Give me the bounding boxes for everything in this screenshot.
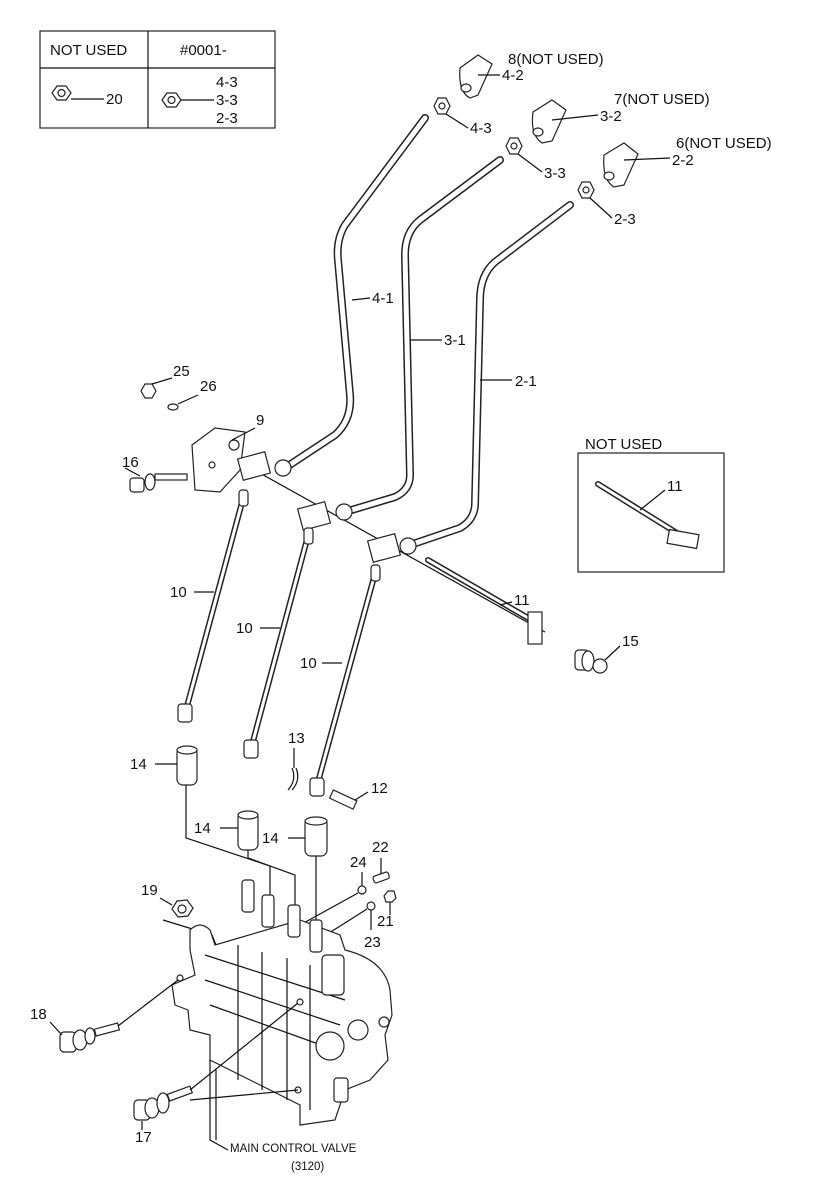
assembly-name: MAIN CONTROL VALVE	[230, 1143, 357, 1155]
knob-icon	[603, 142, 639, 188]
knob-label: 8(NOT USED)	[508, 51, 604, 68]
callout: 19	[141, 882, 158, 899]
callout: 18	[30, 1006, 47, 1023]
bushing-icon	[237, 810, 259, 851]
knob-part: 3-2	[600, 108, 622, 125]
main-control-valve	[171, 879, 393, 1126]
plug-icon	[372, 871, 390, 884]
callout: 14	[194, 820, 211, 837]
nut-icon	[505, 137, 523, 155]
callout: 10	[236, 620, 253, 637]
nut-icon	[51, 85, 72, 101]
callout: 14	[130, 756, 147, 773]
callout: 25	[173, 363, 190, 380]
assembly-code: (3120)	[291, 1161, 324, 1173]
bolt-icon	[129, 473, 188, 493]
lever-label: 4-1	[372, 290, 394, 307]
bushing-icon	[176, 745, 198, 786]
knob-icon	[531, 99, 567, 144]
callout: 22	[372, 839, 389, 856]
bolt-icon	[59, 1022, 121, 1053]
callout: 13	[288, 730, 305, 747]
nut-icon	[433, 97, 451, 115]
legend-header-not-used: NOT USED	[50, 42, 127, 59]
callout: 10	[300, 655, 317, 672]
lever-label: 3-1	[444, 332, 466, 349]
pin-icon	[328, 789, 358, 810]
inset-title: NOT USED	[585, 436, 662, 453]
clevis-icon	[296, 501, 353, 531]
legend-part: 4-3	[216, 74, 238, 91]
lever-tubes	[239, 114, 574, 633]
callout: 9	[256, 412, 264, 429]
callout: 23	[364, 934, 381, 951]
callout: 10	[170, 584, 187, 601]
nut-icon	[161, 92, 182, 108]
clevis-icon	[236, 451, 292, 481]
knob-label: 7(NOT USED)	[614, 91, 710, 108]
callout: 11	[514, 592, 530, 609]
callout: 14	[262, 830, 279, 847]
knob-icon	[459, 54, 493, 99]
legend-part-20: 20	[106, 91, 123, 108]
legend-header-serial: #0001-	[180, 42, 227, 59]
lever-label: 2-1	[515, 373, 537, 390]
not-used-inset	[577, 452, 725, 573]
knob-label: 6(NOT USED)	[676, 135, 772, 152]
washer-icon	[167, 403, 179, 411]
o-ring-icon	[357, 885, 367, 895]
callout: 15	[622, 633, 639, 650]
clevis-icon	[366, 533, 417, 563]
callout: 24	[350, 854, 367, 871]
callout: 12	[371, 780, 388, 797]
nut-label: 3-3	[544, 165, 566, 182]
rod-icon	[425, 557, 608, 674]
callout: 16	[122, 454, 139, 471]
bolt-icon	[133, 1085, 194, 1121]
callout: 21	[377, 913, 394, 930]
nut-icon	[577, 181, 595, 199]
clip-icon	[287, 767, 299, 791]
legend-part: 2-3	[216, 110, 238, 127]
fitting-icon	[383, 890, 397, 903]
bushing-icon	[304, 816, 328, 857]
link-rod-icon	[177, 489, 381, 797]
nut-label: 4-3	[470, 120, 492, 137]
callout: 17	[135, 1129, 152, 1146]
o-ring-icon	[366, 901, 376, 911]
legend-table: NOT USED #0001- 20 4-3 3-3 2-3	[39, 30, 276, 129]
callout: 26	[200, 378, 217, 395]
knob-part: 2-2	[672, 152, 694, 169]
legend-part: 3-3	[216, 92, 238, 109]
knob-part: 4-2	[502, 67, 524, 84]
callout: 11	[667, 478, 683, 495]
nut-icon	[140, 383, 157, 399]
nut-label: 2-3	[614, 211, 636, 228]
